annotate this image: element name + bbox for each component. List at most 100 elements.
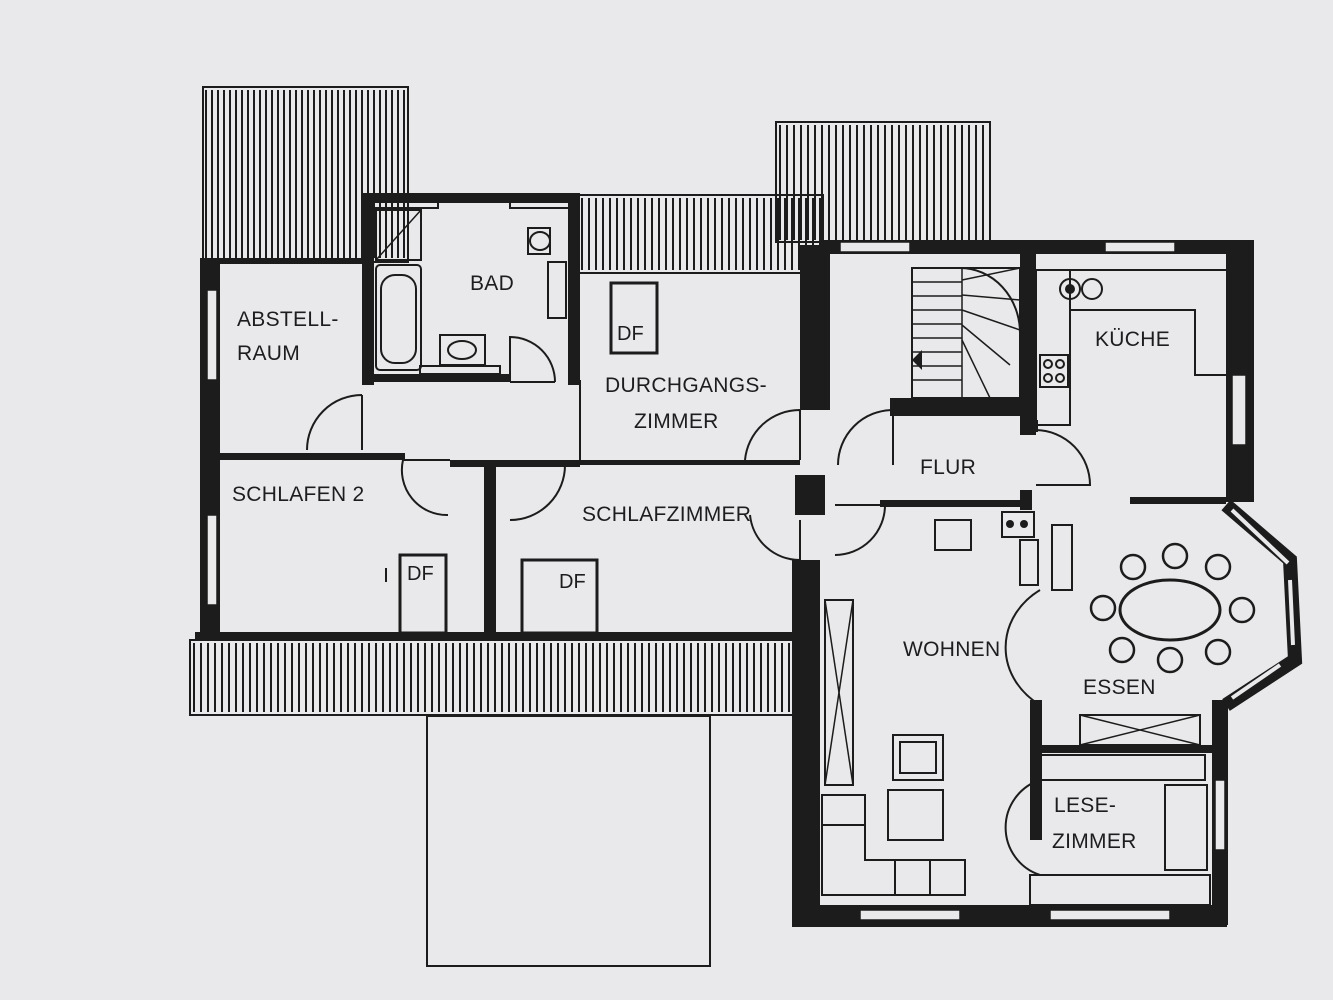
cabinet-2 <box>1051 524 1073 591</box>
door-abstell <box>306 394 363 451</box>
door-flur-wohnen <box>834 504 886 556</box>
terrace <box>426 715 711 967</box>
sink-bowl-2 <box>1081 278 1103 300</box>
wall-essen-west <box>1020 490 1032 510</box>
washbasin <box>439 334 486 366</box>
fireplace-dot-1 <box>1006 520 1014 528</box>
label-abstellraum-1: ABSTELL- <box>237 308 339 331</box>
window-top-right <box>1104 241 1176 253</box>
dining-chair <box>1228 596 1256 624</box>
sink-bowl-1-drain <box>1065 284 1075 294</box>
label-essen: ESSEN <box>1083 676 1156 699</box>
bath-wall-hatch-right <box>509 195 571 209</box>
coffee-table <box>887 789 944 841</box>
label-lese-1: LESE- <box>1054 794 1116 817</box>
stove-burner-1 <box>1043 359 1053 369</box>
dining-chair <box>1119 553 1147 581</box>
window-bottom-2 <box>1049 909 1171 921</box>
label-durchgang-1: DURCHGANGS- <box>605 374 767 397</box>
wall-kueche-essen <box>1130 497 1226 504</box>
sink-bowl-1 <box>1059 278 1081 300</box>
dining-chair <box>1089 594 1117 622</box>
stair-step-winder <box>961 324 1011 366</box>
label-wohnen: WOHNEN <box>903 638 1000 661</box>
label-flur: FLUR <box>920 456 976 479</box>
label-schlafen2: SCHLAFEN 2 <box>232 483 365 506</box>
label-lese-2: ZIMMER <box>1052 830 1137 853</box>
label-abstellraum-2: RAUM <box>237 342 300 365</box>
wall-hall-lower <box>450 460 580 467</box>
balcony-top-middle <box>581 198 821 270</box>
balcony-top-right <box>779 125 984 240</box>
wall-kueche-west <box>1030 420 1038 432</box>
wall-left-wing-bottom <box>195 632 800 640</box>
stair-step-winder <box>961 267 1021 281</box>
wall-wohnen-essen <box>1030 700 1042 840</box>
door-flur-kueche <box>1035 429 1092 486</box>
door-schlaf-flur <box>749 514 801 562</box>
bay-window-inner <box>1230 508 1295 700</box>
stove <box>1039 354 1069 388</box>
side-table-top <box>934 519 972 551</box>
skylight-schlafzimmer <box>520 558 599 635</box>
lese-arc <box>1004 779 1041 876</box>
corner-sofa <box>821 794 966 896</box>
wall-stair-west-lower <box>795 475 825 515</box>
cabinet-1 <box>1019 539 1039 586</box>
label-durchgang-2: ZIMMER <box>634 410 719 433</box>
bath-wall-hatch-left <box>369 195 439 209</box>
dining-table <box>1118 578 1222 642</box>
label-df-durchgang: DF <box>617 323 644 345</box>
essen-arc <box>1004 589 1041 706</box>
label-df-schlafzimmer: DF <box>559 571 586 593</box>
wall-stair-bottom <box>890 398 1025 416</box>
staircase-arrow <box>912 350 922 370</box>
bath-shelf <box>419 365 501 375</box>
sideboard-diag-2 <box>1079 714 1201 746</box>
stove-burner-4 <box>1055 373 1065 383</box>
shower-diag <box>375 209 422 261</box>
wall-bad-bottom <box>362 374 510 382</box>
toilet-bowl <box>529 231 551 251</box>
dining-chair <box>1161 542 1189 570</box>
lese-shelf-bottom <box>1029 874 1211 906</box>
bathtub <box>375 264 422 371</box>
armchair-inner <box>899 741 937 774</box>
window-west-2 <box>206 514 218 606</box>
fireplace <box>1001 511 1035 538</box>
wall-essen-lese <box>1038 745 1218 753</box>
shower <box>375 209 422 261</box>
wall-hall-upper <box>220 453 405 460</box>
label-kueche: KÜCHE <box>1095 328 1170 351</box>
lese-chair <box>1164 784 1208 871</box>
wall-right-west <box>792 560 820 925</box>
bookshelf-west <box>824 599 854 786</box>
wall-right-east-upper <box>1226 240 1254 502</box>
dining-chairs <box>1089 542 1256 674</box>
dining-chair <box>1108 636 1136 664</box>
lese-shelf-top <box>1039 754 1206 781</box>
dining-chair <box>1156 646 1184 674</box>
sideboard <box>1079 714 1201 746</box>
window-west-1 <box>206 289 218 381</box>
stair-step-winder <box>961 339 991 399</box>
bath-wall-hatch-side <box>547 261 567 319</box>
wall-bad-top <box>362 193 580 203</box>
kitchen-counter <box>1035 269 1226 426</box>
skylight-schlafen2 <box>398 553 448 635</box>
stove-burner-2 <box>1055 359 1065 369</box>
door-schlafen2 <box>400 459 450 517</box>
balcony-bottom <box>193 643 797 712</box>
skylight-durchgang <box>609 281 659 355</box>
label-bad: BAD <box>470 272 514 295</box>
wall-bad-durchgang <box>568 195 580 385</box>
dining-chair <box>1204 638 1232 666</box>
label-df-schlafen2: DF <box>407 563 434 585</box>
label-schlafzimmer: SCHLAFZIMMER <box>582 503 751 526</box>
washbasin-bowl <box>447 340 477 360</box>
door-schlafzimmer <box>509 464 566 521</box>
balcony-top-left-outline <box>202 86 409 263</box>
wall-stair-east <box>1020 250 1036 435</box>
wall-abstell-bad <box>362 195 374 385</box>
window-top-stair <box>839 241 911 253</box>
